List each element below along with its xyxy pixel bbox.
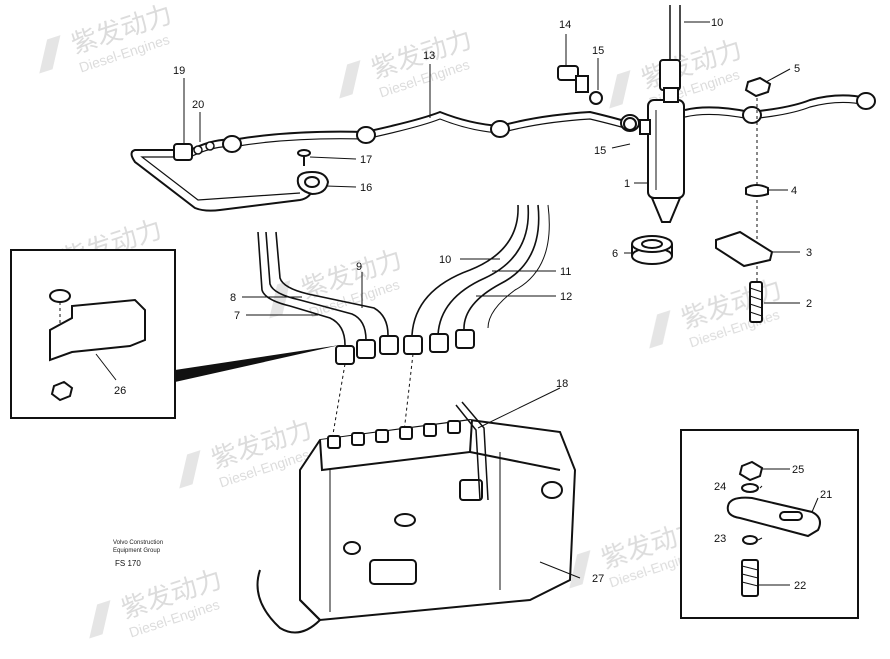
- callout-15-top: 15: [592, 45, 604, 57]
- leak-off-pipe: [455, 401, 489, 501]
- clamp-plate: [715, 230, 774, 268]
- stud: [749, 281, 763, 323]
- seal-washer: [589, 91, 603, 105]
- callout-17: 17: [360, 154, 372, 166]
- nut: [738, 460, 764, 482]
- watermark-logo: 紫发动力 Diesel-Engines: [89, 564, 226, 640]
- callout-25: 25: [792, 464, 804, 476]
- fuel-injector: [639, 5, 685, 223]
- callout-22: 22: [794, 580, 806, 592]
- callout-21: 21: [820, 489, 832, 501]
- callout-10-top: 10: [711, 17, 723, 29]
- washer: [742, 535, 758, 545]
- banjo-fitting: [490, 120, 510, 138]
- watermark-logo: 紫发动力 Diesel-Engines: [269, 244, 406, 320]
- union-nut: [173, 143, 193, 161]
- callout-14: 14: [559, 19, 571, 31]
- callout-5: 5: [794, 63, 800, 75]
- callout-10-mid: 10: [439, 254, 451, 266]
- watermark-logo: 紫发动力 Diesel-Engines: [179, 414, 316, 490]
- washer: [741, 483, 759, 493]
- caption-line2: Equipment Group: [113, 548, 161, 554]
- leader-lines: [95, 21, 819, 586]
- watermark-logo: 紫发动力 Diesel-Engines: [39, 0, 176, 75]
- pipe-nut: [356, 339, 376, 359]
- pipe-nut: [335, 345, 355, 365]
- pipe-nut: [455, 329, 475, 349]
- delivery-pipes: [257, 204, 550, 346]
- pipe-nuts: [335, 329, 475, 365]
- pipe-clip: [296, 170, 330, 196]
- caption-line1: Volvo Construction: [113, 540, 163, 546]
- injector-seal: [631, 235, 673, 265]
- banjo-fittings: [173, 92, 876, 161]
- bolt: [741, 559, 759, 597]
- pipe-nut: [379, 335, 399, 355]
- callout-2: 2: [806, 298, 812, 310]
- banjo-fitting: [856, 92, 876, 110]
- callout-3: 3: [806, 247, 812, 259]
- nut: [50, 380, 74, 402]
- callout-18: 18: [556, 378, 568, 390]
- callout-8: 8: [230, 292, 236, 304]
- clamp-bar: [726, 496, 821, 538]
- banjo-fitting: [356, 126, 376, 144]
- inset-bracket-26: [10, 249, 340, 419]
- banjo-fitting: [742, 106, 762, 124]
- callout-7: 7: [234, 310, 240, 322]
- callout-23: 23: [714, 533, 726, 545]
- pipe-nut: [429, 333, 449, 353]
- callout-13: 13: [423, 50, 435, 62]
- watermark-logo: 紫发动力 Diesel-Engines: [649, 274, 786, 350]
- bracket-screw: [297, 149, 311, 166]
- pipe-connectors: [331, 353, 414, 441]
- inset-clamp-21-25: [680, 429, 859, 619]
- screw-head: [49, 289, 71, 303]
- banjo-fitting: [222, 135, 242, 153]
- callout-26: 26: [114, 385, 126, 397]
- figure-caption: Volvo Construction Equipment Group FS 17…: [113, 540, 163, 568]
- callout-24: 24: [714, 481, 726, 493]
- bracket-plate: [49, 298, 146, 362]
- banjo-bolt: [557, 65, 637, 131]
- washer: [745, 184, 769, 197]
- callout-6: 6: [612, 248, 618, 260]
- pump-outlets: [327, 420, 461, 449]
- callout-11: 11: [560, 266, 571, 278]
- callout-1: 1: [624, 178, 630, 190]
- clamp-hardware: [715, 76, 774, 323]
- callout-16: 16: [360, 182, 372, 194]
- seal-washer: [623, 117, 637, 131]
- callout-4: 4: [791, 185, 797, 197]
- injection-pump: [256, 418, 577, 634]
- callout-9: 9: [356, 261, 362, 273]
- nut: [744, 76, 772, 98]
- watermark-logo: 紫发动力 Diesel-Engines: [339, 24, 476, 100]
- callout-12: 12: [560, 291, 572, 303]
- callout-20: 20: [192, 99, 204, 111]
- callout-15-mid: 15: [594, 145, 606, 157]
- callout-labels: 19 20 13 14 15 10 5 15 1 4 3 2 6 17 16 9…: [114, 17, 832, 592]
- pipe-nut: [403, 335, 423, 355]
- washer-small: [193, 141, 215, 155]
- callout-19: 19: [173, 65, 185, 77]
- callout-27: 27: [592, 573, 604, 585]
- caption-code: FS 170: [115, 559, 141, 568]
